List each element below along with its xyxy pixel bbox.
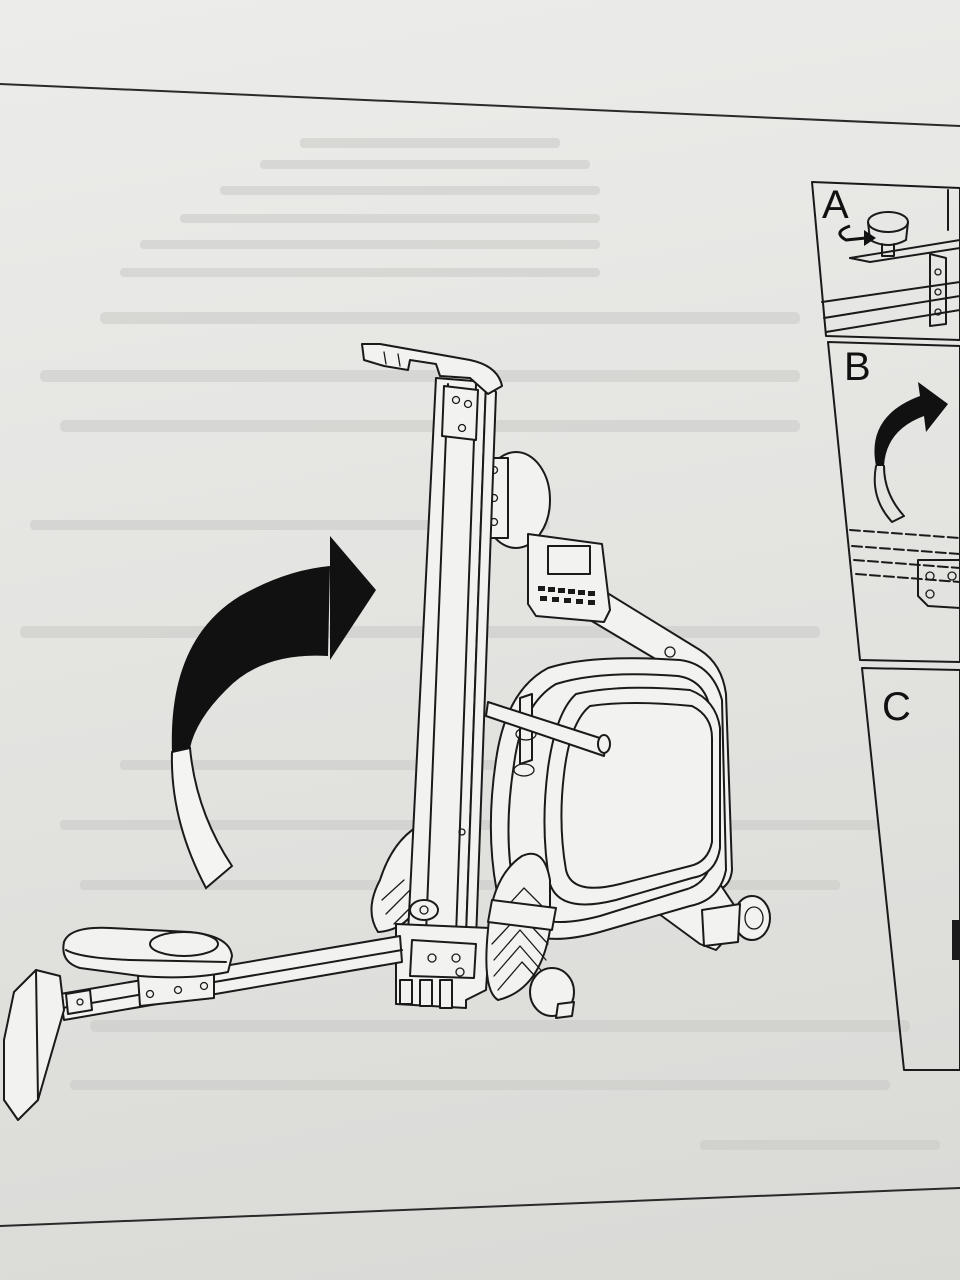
detail-panel-a: A: [811, 181, 960, 341]
detail-panel-cropped: [952, 920, 960, 960]
panel-label-b: B: [844, 345, 871, 389]
rail-lift-detail-icon: [849, 382, 960, 609]
detail-panel-b: B: [827, 341, 960, 663]
detail-panel-c: C: [861, 667, 960, 1071]
rowing-machine-illustration: [3, 343, 771, 1121]
fold-up-arrow-icon: [170, 536, 376, 890]
knob-turn-detail-icon: [821, 189, 960, 333]
panel-label-a: A: [822, 183, 849, 227]
monitor-display: [527, 533, 611, 623]
page-frame: [0, 83, 960, 1227]
panel-label-c: C: [882, 685, 911, 729]
